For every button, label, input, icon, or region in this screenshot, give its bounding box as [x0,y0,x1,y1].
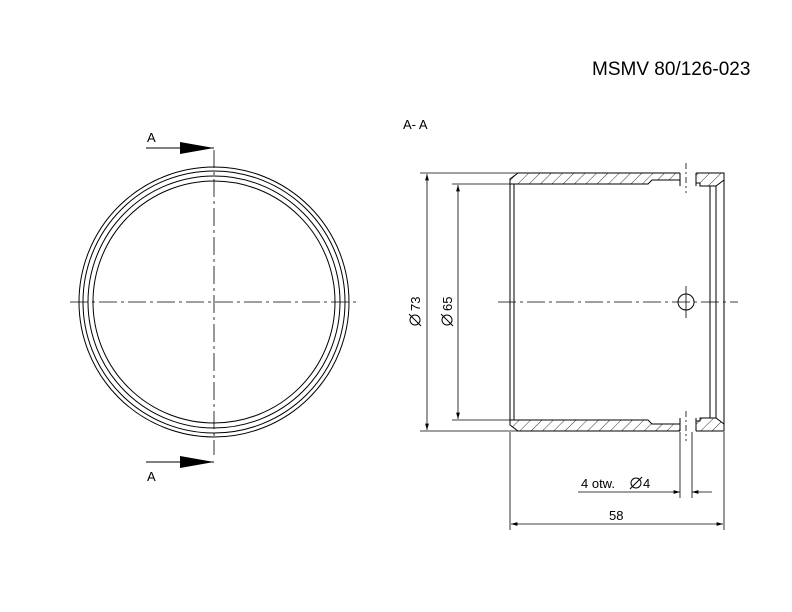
section-arrow-top: A [146,130,214,154]
front-view [70,150,358,455]
dim-outer-value: 73 [408,297,423,311]
section-mark-bottom: A [147,469,156,484]
section-arrow-bottom: A [146,456,214,484]
dim-holes-label: 4 otw. 4 [581,476,650,491]
section-view-label: A- A [403,117,428,132]
dim-outer-label: 73 [408,297,423,327]
part-number-title: MSMV 80/126-023 [592,59,750,80]
dim-inner-label: 65 [440,297,455,327]
dim-length-value: 58 [609,508,623,523]
section-mark-top: A [147,130,156,145]
diameter-symbol-icon [440,313,454,327]
dim-holes-text: 4 otw. [581,476,615,491]
dimension-lines [420,172,725,530]
dim-hole-diam-value: 4 [643,476,650,491]
dim-inner-value: 65 [440,297,455,311]
diameter-symbol-icon [629,476,643,490]
section-centerlines [498,163,738,441]
diameter-symbol-icon [408,313,422,327]
